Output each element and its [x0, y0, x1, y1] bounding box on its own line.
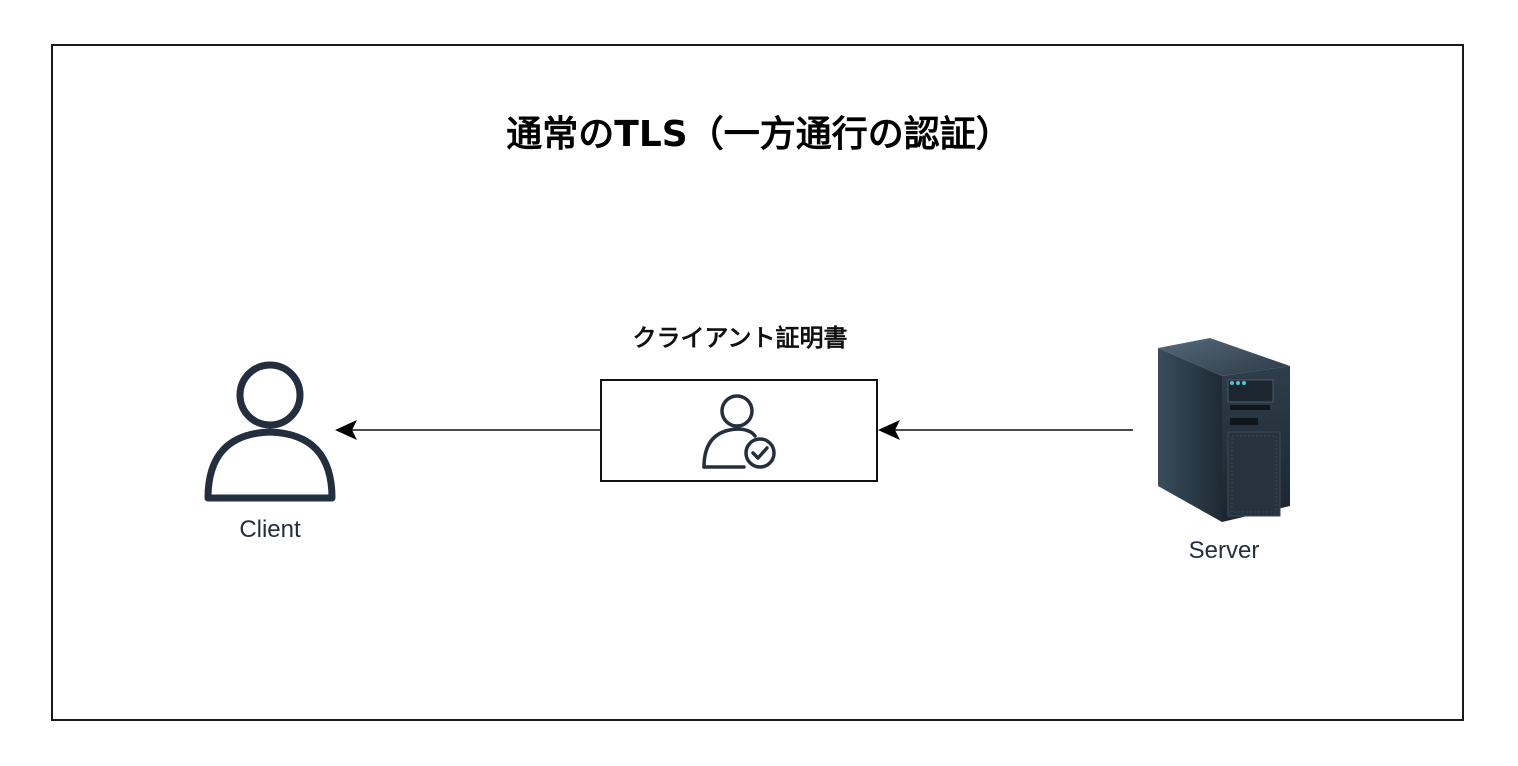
server-tower-icon: [1158, 338, 1290, 522]
client-label: Client: [239, 516, 301, 543]
diagram-frame: [51, 44, 1464, 721]
user-icon: [204, 361, 336, 502]
certificate-label: クライアント証明書: [632, 324, 848, 352]
server-label: Server: [1188, 537, 1260, 564]
user-check-icon: [702, 394, 776, 469]
diagram-title: 通常のTLS（一方通行の認証）: [506, 114, 1012, 155]
